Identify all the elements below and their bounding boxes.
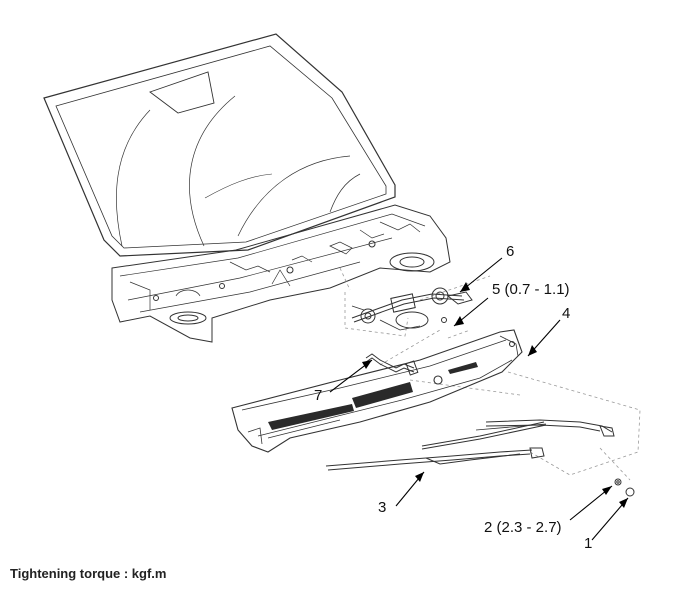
windshield-glass [43, 33, 396, 257]
arm-nut-and-cap [614, 478, 635, 497]
callout-4-cowl-cover: 4 [562, 305, 571, 322]
callout-5-bolt-torque: 5 (0.7 - 1.1) [492, 281, 570, 298]
cowl-grille-slots [268, 362, 478, 430]
torque-unit-caption: Tightening torque : kgf.m [10, 566, 167, 581]
callout-6-wiper-motor: 6 [506, 243, 515, 260]
cowl-body-panel [111, 204, 451, 343]
cowl-top-cover [231, 329, 523, 453]
wiper-motor-linkage [351, 287, 473, 331]
wiper-arm-passenger [475, 419, 615, 437]
callout-3-wiper-arm: 3 [378, 499, 387, 516]
callout-2-nut-torque: 2 (2.3 - 2.7) [484, 519, 562, 536]
callout-arrowheads [362, 282, 628, 508]
assembly-guide-lines [339, 267, 641, 481]
wiper-blade-upper [421, 421, 547, 450]
callout-1-nut-cap: 1 [584, 535, 593, 552]
wiper-arm-driver [325, 447, 545, 471]
callout-7-washer-hose: 7 [314, 387, 323, 404]
